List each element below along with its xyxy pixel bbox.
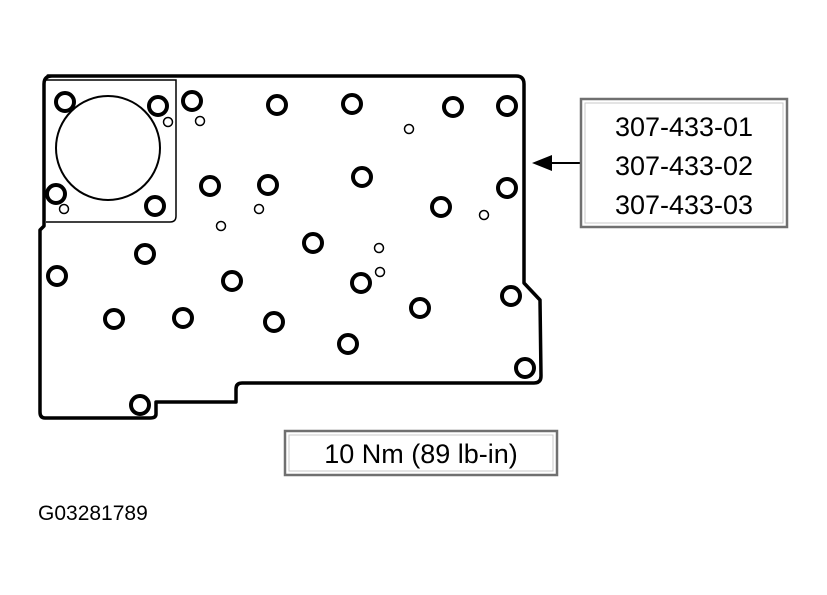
torque-label: 10 Nm (89 lb-in) bbox=[324, 439, 518, 469]
bolt-hole bbox=[181, 90, 203, 112]
bolt-hole bbox=[302, 232, 324, 254]
arrow-head-icon bbox=[532, 155, 552, 171]
part-number-2: 307-433-02 bbox=[615, 151, 753, 181]
small-holes bbox=[58, 115, 490, 278]
large-port-circle bbox=[55, 95, 161, 201]
bolt-hole bbox=[442, 96, 464, 118]
bolt-hole bbox=[46, 265, 68, 287]
plate-outline bbox=[38, 74, 543, 420]
small-hole bbox=[374, 266, 386, 278]
bolt-hole bbox=[500, 285, 522, 307]
small-hole bbox=[253, 203, 265, 215]
bolt-hole bbox=[430, 196, 452, 218]
bolt-hole bbox=[172, 307, 194, 329]
part-number-1: 307-433-01 bbox=[615, 112, 753, 142]
bolt-hole bbox=[350, 272, 372, 294]
small-hole bbox=[194, 115, 206, 127]
bolt-hole bbox=[103, 308, 125, 330]
small-hole bbox=[162, 116, 174, 128]
torque-box bbox=[283, 429, 559, 477]
bolt-hole bbox=[514, 357, 536, 379]
bolt-hole bbox=[147, 95, 169, 117]
bolt-hole bbox=[45, 183, 67, 205]
bolt-hole bbox=[266, 94, 288, 116]
bolt-hole bbox=[341, 93, 363, 115]
small-hole bbox=[373, 242, 385, 254]
small-hole bbox=[403, 123, 415, 135]
bolt-hole bbox=[496, 177, 518, 199]
part-number-3: 307-433-03 bbox=[615, 190, 753, 220]
small-hole bbox=[215, 220, 227, 232]
bolt-hole bbox=[54, 91, 76, 113]
gasket-square bbox=[46, 79, 177, 223]
bolt-hole bbox=[337, 333, 359, 355]
bolt-hole bbox=[199, 175, 221, 197]
small-hole bbox=[478, 209, 490, 221]
bolt-hole bbox=[409, 297, 431, 319]
bolt-hole bbox=[129, 394, 151, 416]
bolt-hole bbox=[221, 270, 243, 292]
figure-id: G03281789 bbox=[38, 502, 148, 525]
bolt-holes bbox=[45, 90, 536, 416]
bolt-hole bbox=[263, 311, 285, 333]
bolt-hole bbox=[351, 166, 373, 188]
bolt-hole bbox=[144, 195, 166, 217]
bolt-hole bbox=[257, 174, 279, 196]
bolt-hole bbox=[496, 95, 518, 117]
part-number-box bbox=[579, 97, 789, 229]
bolt-hole bbox=[134, 243, 156, 265]
small-hole bbox=[58, 203, 70, 215]
